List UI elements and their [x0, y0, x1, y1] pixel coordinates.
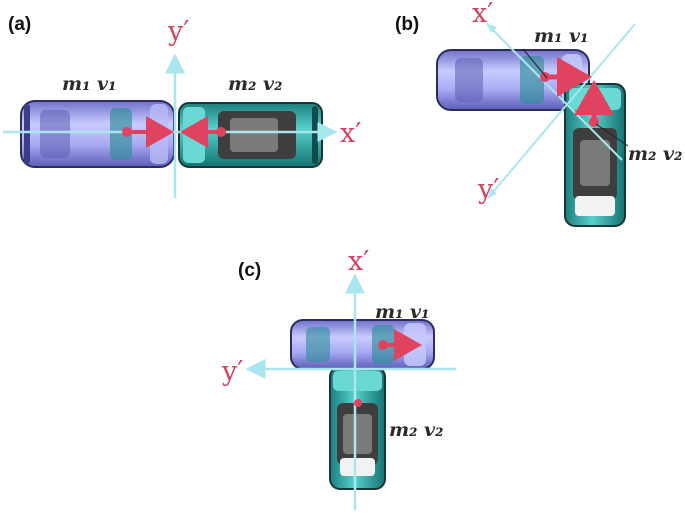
- leader-line-1-b: [522, 48, 548, 79]
- car-1-label-b: m₁ v₁: [534, 25, 588, 47]
- x-axis-label-a: x′: [340, 118, 361, 149]
- y-axis-arrowhead-b: [488, 188, 497, 198]
- x-axis-arrowhead-b: [487, 24, 497, 33]
- car-2-a: [178, 102, 323, 168]
- center-of-mass-1-b: [540, 72, 550, 82]
- center-of-mass-1-a: [122, 127, 132, 137]
- panel-c: (c) x′ y′ m₁ v₁ m₂ v₂: [221, 246, 456, 510]
- leader-line-2-b: [595, 123, 629, 147]
- car-2-label-c: m₂ v₂: [389, 419, 443, 441]
- center-of-mass-2-c: [354, 399, 362, 407]
- car-2-label-a: m₂ v₂: [228, 73, 282, 95]
- car-1-label-a: m₁ v₁: [62, 73, 116, 95]
- panel-b: (b) x′ y′ m₁ v₁ m₂ v₂: [395, 0, 682, 227]
- car-1-a: [20, 100, 175, 168]
- y-axis-label-b: y′: [477, 174, 499, 205]
- y-axis-label-a: y′: [167, 16, 189, 47]
- center-of-mass-2-a: [216, 127, 226, 137]
- x-axis-b: [486, 23, 623, 161]
- y-axis-label-c: y′: [221, 356, 243, 387]
- car-2-label-b: m₂ v₂: [628, 143, 682, 165]
- x-axis-label-b: x′: [472, 0, 493, 29]
- car-2-c: [329, 366, 386, 490]
- panel-a-label: (a): [8, 14, 31, 35]
- car-1-label-c: m₁ v₁: [375, 301, 429, 323]
- y-axis-b: [487, 23, 636, 199]
- center-of-mass-1-c: [378, 340, 388, 350]
- panel-c-label: (c): [238, 260, 261, 281]
- panel-b-label: (b): [395, 14, 419, 35]
- panel-a: (a) x′ y′ m₁ v₁ m₂ v₂: [3, 14, 361, 198]
- x-axis-label-c: x′: [348, 246, 369, 277]
